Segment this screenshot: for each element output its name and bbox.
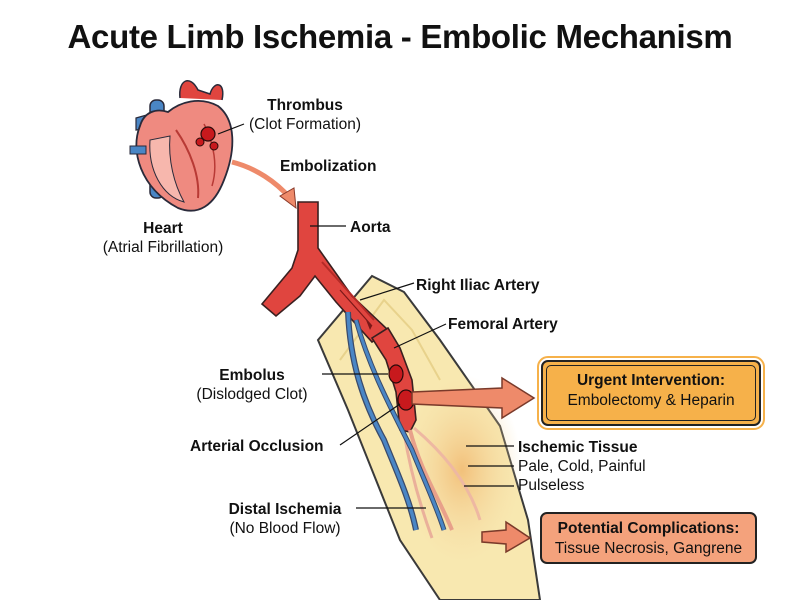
distal-label: Distal Ischemia (No Blood Flow): [210, 500, 360, 538]
leader-occlusion: [339, 403, 401, 446]
embolization-label: Embolization: [280, 158, 377, 175]
aorta-vessel: [260, 201, 390, 344]
right-iliac-label: Right Iliac Artery: [416, 277, 540, 294]
vein-2-fill: [354, 319, 446, 531]
heart-subtitle: (Atrial Fibrillation): [102, 239, 224, 256]
complications-box: Potential Complications: Tissue Necrosis…: [540, 512, 757, 564]
iliac-inner-line: [321, 261, 375, 321]
embolization-arrowhead: [279, 187, 297, 210]
ischemic-line2: Pulseless: [518, 477, 585, 494]
urgent-box-inner-border: [546, 365, 756, 421]
femoral-label: Femoral Artery: [448, 316, 558, 333]
page-title: Acute Limb Ischemia - Embolic Mechanism: [67, 18, 733, 55]
complication-arrow: [481, 520, 532, 554]
leader-femoral: [393, 323, 447, 349]
complications-box-title: Potential Complications:: [557, 520, 740, 537]
occlusion-label: Arterial Occlusion: [190, 438, 324, 455]
distal-title: Distal Ischemia: [228, 501, 342, 518]
heart-illustration: [129, 80, 234, 212]
distal-artery-1: [408, 429, 454, 531]
aorta-label: Aorta: [350, 219, 391, 236]
ischemic-label: Ischemic Tissue Pale, Cold, Painful Puls…: [518, 438, 646, 495]
distal-artery-3: [413, 426, 482, 521]
ischemic-title: Ischemic Tissue: [518, 439, 638, 456]
vein-1-fill: [346, 311, 418, 531]
flow-arrowhead-iliac: [366, 320, 372, 330]
urgent-arrow: [411, 376, 536, 420]
urgent-box-text: Embolectomy & Heparin: [567, 392, 735, 409]
leader-iliac: [359, 282, 415, 301]
ischemic-line1: Pale, Cold, Painful: [518, 458, 646, 475]
urgent-box-title: Urgent Intervention:: [576, 372, 726, 389]
ischemic-zone: [402, 375, 522, 565]
distal-artery-2: [402, 431, 434, 539]
complications-box-text: Tissue Necrosis, Gangrene: [554, 540, 743, 557]
thrombus-label: Thrombus (Clot Formation): [240, 96, 370, 134]
embolus-label: Embolus (Dislodged Clot): [184, 366, 320, 404]
urgent-intervention-box: Urgent Intervention: Embolectomy & Hepar…: [537, 356, 765, 430]
thrombus-title: Thrombus: [267, 97, 343, 114]
thrombus-subtitle: (Clot Formation): [249, 116, 361, 133]
heart-title: Heart: [143, 220, 183, 237]
leader-thrombus: [217, 123, 245, 135]
embolus-title: Embolus: [219, 367, 285, 384]
embolus-subtitle: (Dislodged Clot): [196, 386, 308, 403]
distal-subtitle: (No Blood Flow): [229, 520, 341, 537]
flow-arrow-iliac: [339, 289, 373, 327]
heart-label: Heart (Atrial Fibrillation): [88, 219, 238, 257]
embolus-clot: [388, 364, 404, 384]
